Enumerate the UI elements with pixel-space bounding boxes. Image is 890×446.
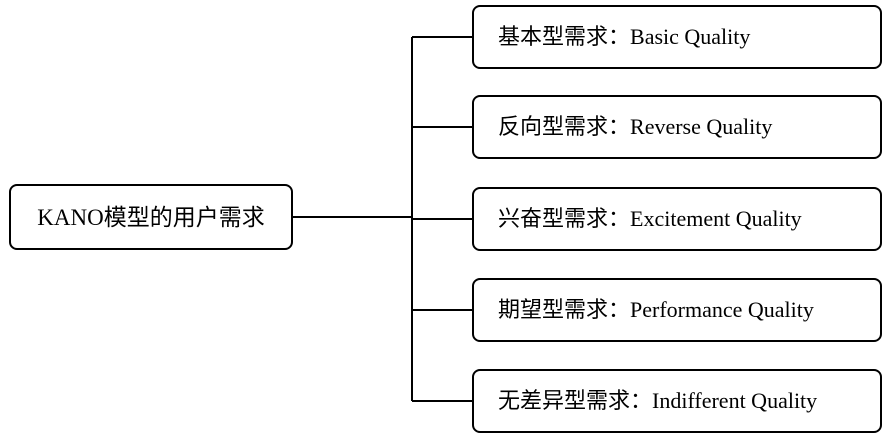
branch-label-cn: 兴奋型需求： bbox=[498, 206, 631, 231]
branch-node-excitement-quality: 兴奋型需求： Excitement Quality bbox=[472, 187, 882, 251]
branch-label-cn: 基本型需求： bbox=[498, 24, 631, 49]
branch-label-cn: 反向型需求： bbox=[498, 114, 631, 139]
branch-label-en: Excitement Quality bbox=[630, 206, 802, 231]
root-node: KANO模型的用户需求 bbox=[9, 184, 293, 250]
branch-label-en: Indifferent Quality bbox=[652, 388, 818, 413]
branch-node-indifferent-quality: 无差异型需求： Indifferent Quality bbox=[472, 369, 882, 433]
branch-label-cn: 期望型需求： bbox=[498, 297, 631, 322]
branch-label-en: Basic Quality bbox=[630, 24, 751, 49]
branch-node-reverse-quality: 反向型需求： Reverse Quality bbox=[472, 95, 882, 159]
branch-label-cn: 无差异型需求： bbox=[498, 388, 653, 413]
branch-label-en: Reverse Quality bbox=[630, 114, 773, 139]
branch-node-basic-quality: 基本型需求： Basic Quality bbox=[472, 5, 882, 69]
branch-node-performance-quality: 期望型需求： Performance Quality bbox=[472, 278, 882, 342]
root-node-label: KANO模型的用户需求 bbox=[37, 204, 265, 230]
branch-label-en: Performance Quality bbox=[630, 297, 814, 322]
